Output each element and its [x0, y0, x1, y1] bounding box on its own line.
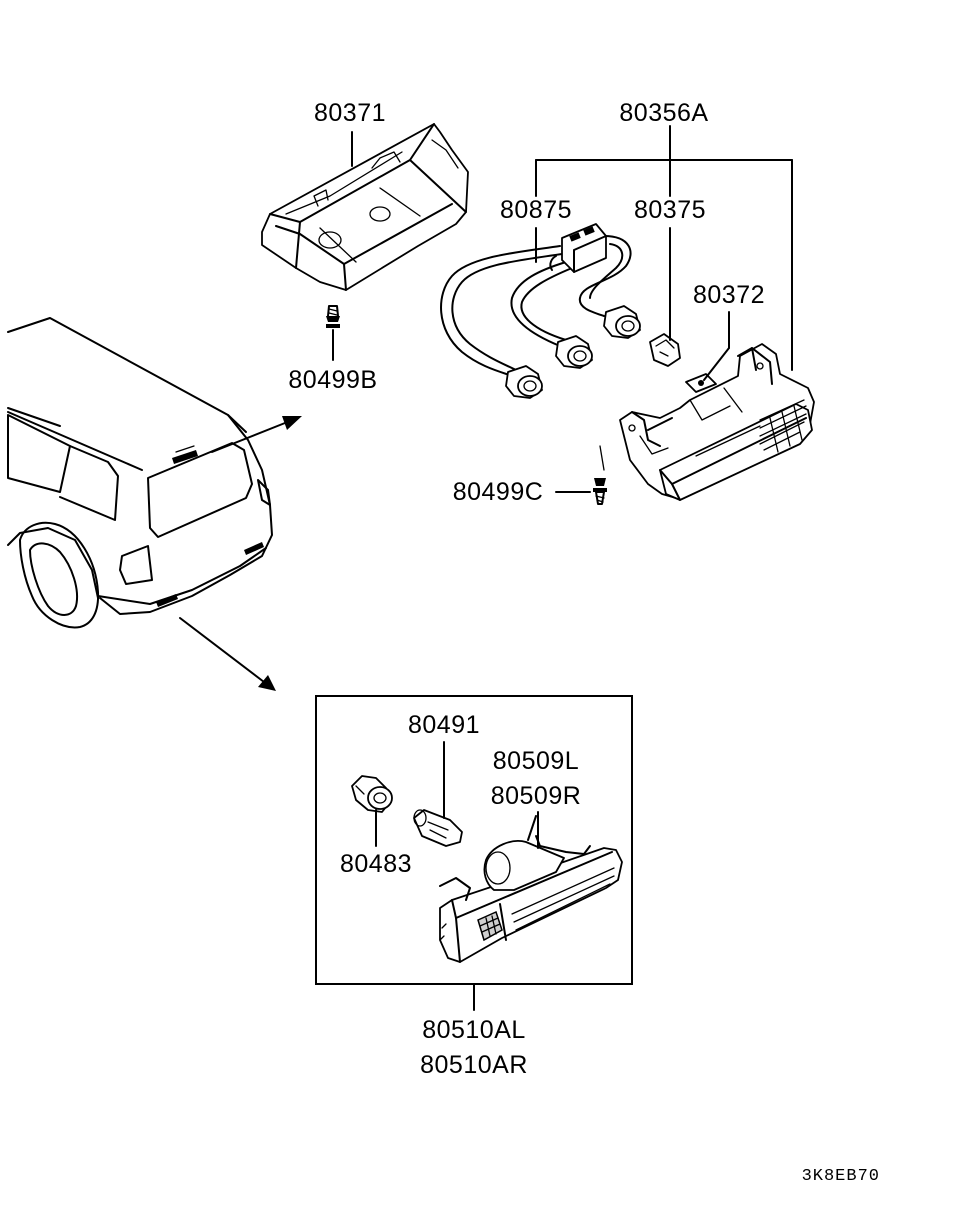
screw-lamp-part [555, 478, 607, 505]
label-80375: 80375 [634, 196, 706, 224]
bulb-upper-part [649, 227, 681, 367]
reflector-detail-box [315, 695, 633, 1011]
label-80510AL: 80510AL [422, 1016, 526, 1044]
socket-reflector-part [351, 775, 393, 847]
label-80510AR: 80510AR [420, 1051, 528, 1079]
lamp-assembly-bracket [535, 125, 793, 371]
lens-grid [759, 399, 807, 453]
label-80372: 80372 [693, 281, 765, 309]
part-labels: 80371 80356A 80875 80375 80372 80499B 80… [288, 99, 880, 1186]
high-mount-cover-part [261, 123, 469, 291]
screw-cover-part [326, 305, 340, 361]
label-80499B: 80499B [288, 366, 377, 394]
harness-part [440, 223, 641, 399]
label-80491: 80491 [408, 711, 480, 739]
label-80371: 80371 [314, 99, 386, 127]
label-80483: 80483 [340, 850, 412, 878]
label-80356A: 80356A [619, 99, 708, 127]
gasket-part [685, 311, 730, 393]
label-80509R: 80509R [491, 782, 582, 810]
label-80499C: 80499C [453, 478, 544, 506]
bulb-reflector-part [413, 741, 463, 847]
label-80875: 80875 [500, 196, 572, 224]
diagram-code: 3K8EB70 [802, 1167, 880, 1186]
vehicle-illustration [7, 317, 302, 691]
rear-reflector-lamp-part [439, 811, 623, 963]
high-mount-lamp-part [599, 343, 815, 501]
label-80509L: 80509L [493, 747, 579, 775]
